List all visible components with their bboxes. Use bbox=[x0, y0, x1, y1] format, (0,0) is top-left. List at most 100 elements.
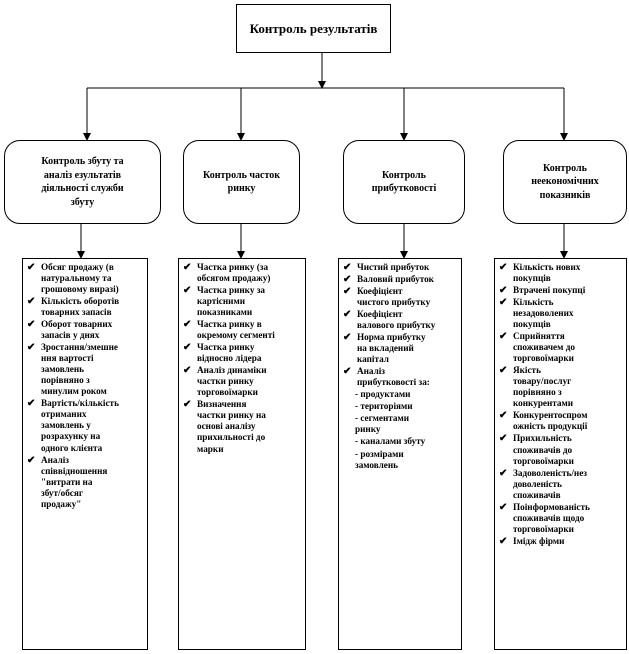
check-icon: ✔ bbox=[499, 365, 508, 377]
category-box-profitability: Контроль прибутковості bbox=[343, 140, 465, 224]
list-item: ✔ Визначення частки ринку на основі аналі… bbox=[183, 399, 301, 454]
list-item: - сегментами ринку bbox=[343, 413, 457, 435]
list-item-text: Аналіз співвідношення "витрати на збут/о… bbox=[41, 454, 108, 509]
list-item-text: Валовий прибуток bbox=[357, 274, 434, 285]
list-item-text: - розмірами замовлень bbox=[355, 448, 404, 470]
category-box-market-share: Контроль часток ринку bbox=[183, 140, 300, 224]
list-item-text: Коефіцієнт чистого прибутку bbox=[357, 286, 431, 308]
list-item: ✔ Прихильність споживачів до торговоїмарк… bbox=[499, 433, 622, 466]
list-item: ✔ Оборот товарних запасів у днях bbox=[27, 319, 143, 341]
indicator-list: ✔ Кількість нових покупців✔Втрачені покуп… bbox=[499, 262, 622, 547]
list-box-sales: ✔ Обсяг продажу (в натуральному та грошов… bbox=[22, 258, 148, 650]
list-item: ✔ Задоволеність/нез доволеність споживачі… bbox=[499, 468, 622, 501]
list-item: ✔ Якість товару/послуг порівняно з конкур… bbox=[499, 365, 622, 409]
list-item: ✔ Конкурентоспром ожність продукції bbox=[499, 410, 622, 432]
list-item: ✔ Обсяг продажу (в натуральному та грошов… bbox=[27, 262, 143, 295]
check-icon: ✔ bbox=[499, 297, 508, 309]
list-item-text: - територіями bbox=[355, 401, 413, 412]
list-item-text: Оборот товарних запасів у днях bbox=[41, 319, 113, 341]
list-item-text: Зростання/змешне ння вартості замовлень … bbox=[41, 342, 118, 397]
list-item: - каналами збуту bbox=[343, 436, 457, 447]
list-item: ✔ Імідж фірми bbox=[499, 536, 622, 547]
list-item-text: Аналіз прибутковості за: bbox=[357, 366, 430, 388]
check-icon: ✔ bbox=[499, 433, 508, 445]
check-icon: ✔ bbox=[183, 285, 192, 297]
list-item: ✔Вартість/кількість отриманих замовлень … bbox=[27, 398, 143, 453]
list-item: ✔ Частка ринку в окремому сегменті bbox=[183, 319, 301, 341]
list-item-text: Якість товару/послуг порівняно з конкуре… bbox=[513, 365, 574, 409]
root-box: Контроль результатів bbox=[236, 4, 391, 53]
list-item: ✔ Валовий прибуток bbox=[343, 274, 457, 285]
list-item: ✔ Кількість нових покупців bbox=[499, 262, 622, 284]
indicator-list: ✔Чистий прибуток✔Валовий прибуток✔Коефіц… bbox=[343, 262, 457, 471]
check-icon: ✔ bbox=[343, 366, 352, 378]
list-item-text: Чистий прибуток bbox=[357, 262, 430, 272]
check-icon: ✔ bbox=[183, 399, 192, 411]
list-item: ✔ Чистий прибуток bbox=[343, 262, 457, 273]
list-item: ✔ Аналіз співвідношення "витрати на збут/… bbox=[27, 455, 143, 510]
list-item-text: Коефіцієнт валового прибутку bbox=[357, 309, 436, 331]
list-box-market-share: ✔ Частка ринку (за обсягом продажу) ✔ Частк… bbox=[178, 258, 306, 650]
category-heading: Контроль збуту та аналіз езультатів діял… bbox=[41, 156, 124, 208]
check-icon: ✔ bbox=[499, 467, 508, 479]
list-item-text: Імідж фірми bbox=[513, 535, 565, 546]
check-icon: ✔ bbox=[27, 296, 36, 308]
check-icon: ✔ bbox=[183, 342, 192, 354]
list-item-text: - продуктами bbox=[355, 389, 411, 400]
list-item-text: Кількість незадоволених покупців bbox=[513, 297, 574, 330]
list-item-text: Частка ринку за картісними показниками bbox=[197, 285, 266, 318]
list-item-text: Сприйняття споживачем до торговоїмарки bbox=[513, 331, 575, 364]
list-item: ✔ Зростання/змешне ння вартості замовлень… bbox=[27, 342, 143, 397]
list-item: ✔ Аналіз динаміки частки ринку торговоїма… bbox=[183, 365, 301, 398]
check-icon: ✔ bbox=[499, 285, 508, 297]
list-item: - розмірами замовлень bbox=[343, 449, 457, 471]
list-item-text: Поінформованість споживачів щодо торгово… bbox=[513, 501, 590, 534]
check-icon: ✔ bbox=[27, 342, 36, 354]
list-item-text: Кількість оборотів товарних запасів bbox=[41, 296, 120, 318]
list-item-text: Норма прибутку на вкладений капітал bbox=[357, 332, 426, 365]
check-icon: ✔ bbox=[183, 262, 192, 273]
check-icon: ✔ bbox=[343, 262, 352, 273]
list-item: ✔ Кількість незадоволених покупців bbox=[499, 297, 622, 330]
check-icon: ✔ bbox=[27, 262, 36, 273]
check-icon: ✔ bbox=[343, 286, 352, 298]
list-item: ✔ Аналіз прибутковості за: bbox=[343, 366, 457, 388]
list-item-text: Конкурентоспром ожність продукції bbox=[513, 410, 588, 432]
list-item: ✔Втрачені покупці bbox=[499, 285, 622, 296]
check-icon: ✔ bbox=[499, 331, 508, 343]
list-item-text: Частка ринку відносно лідера bbox=[197, 342, 262, 364]
category-heading: Контроль неекономічних показників bbox=[531, 162, 599, 201]
category-box-sales: Контроль збуту та аналіз езультатів діял… bbox=[4, 140, 161, 224]
check-icon: ✔ bbox=[183, 365, 192, 377]
indicator-list: ✔ Частка ринку (за обсягом продажу) ✔ Частк… bbox=[183, 262, 301, 455]
category-box-non-economic: Контроль неекономічних показників bbox=[503, 140, 627, 224]
category-heading: Контроль часток ринку bbox=[203, 169, 280, 195]
list-item-text: Вартість/кількість отриманих замовлень у… bbox=[41, 398, 119, 453]
check-icon: ✔ bbox=[499, 501, 508, 513]
indicator-list: ✔ Обсяг продажу (в натуральному та грошов… bbox=[27, 262, 143, 510]
list-item: ✔ Частка ринку відносно лідера bbox=[183, 342, 301, 364]
check-icon: ✔ bbox=[27, 319, 36, 331]
list-item-text: Аналіз динаміки частки ринку торговоїмар… bbox=[197, 365, 267, 398]
list-item-text: Частка ринку (за обсягом продажу) bbox=[197, 262, 271, 284]
list-item-text: Визначення частки ринку на основі аналіз… bbox=[197, 399, 266, 454]
list-item-text: Задоволеність/нез доволеність споживачів bbox=[513, 467, 587, 500]
list-item-text: Частка ринку в окремому сегменті bbox=[197, 319, 275, 341]
list-item: ✔Коефіцієнт валового прибутку bbox=[343, 309, 457, 331]
list-item: - продуктами bbox=[343, 389, 457, 400]
list-item-text: Прихильність споживачів до торговоїмарки bbox=[513, 433, 574, 466]
check-icon: ✔ bbox=[183, 319, 192, 331]
list-item-text: - каналами збуту bbox=[355, 436, 426, 447]
check-icon: ✔ bbox=[27, 454, 36, 466]
check-icon: ✔ bbox=[499, 262, 508, 273]
list-item-text: Кількість нових покупців bbox=[513, 262, 581, 284]
check-icon: ✔ bbox=[499, 410, 508, 422]
list-box-profitability: ✔Чистий прибуток✔Валовий прибуток✔Коефіц… bbox=[338, 258, 462, 650]
check-icon: ✔ bbox=[499, 535, 508, 547]
check-icon: ✔ bbox=[343, 274, 352, 286]
root-title: Контроль результатів bbox=[249, 20, 378, 36]
category-heading: Контроль прибутковості bbox=[371, 169, 437, 195]
list-item-text: Обсяг продажу (в натуральному та грошово… bbox=[41, 262, 119, 295]
list-item: ✔ Коефіцієнт чистого прибутку bbox=[343, 286, 457, 308]
